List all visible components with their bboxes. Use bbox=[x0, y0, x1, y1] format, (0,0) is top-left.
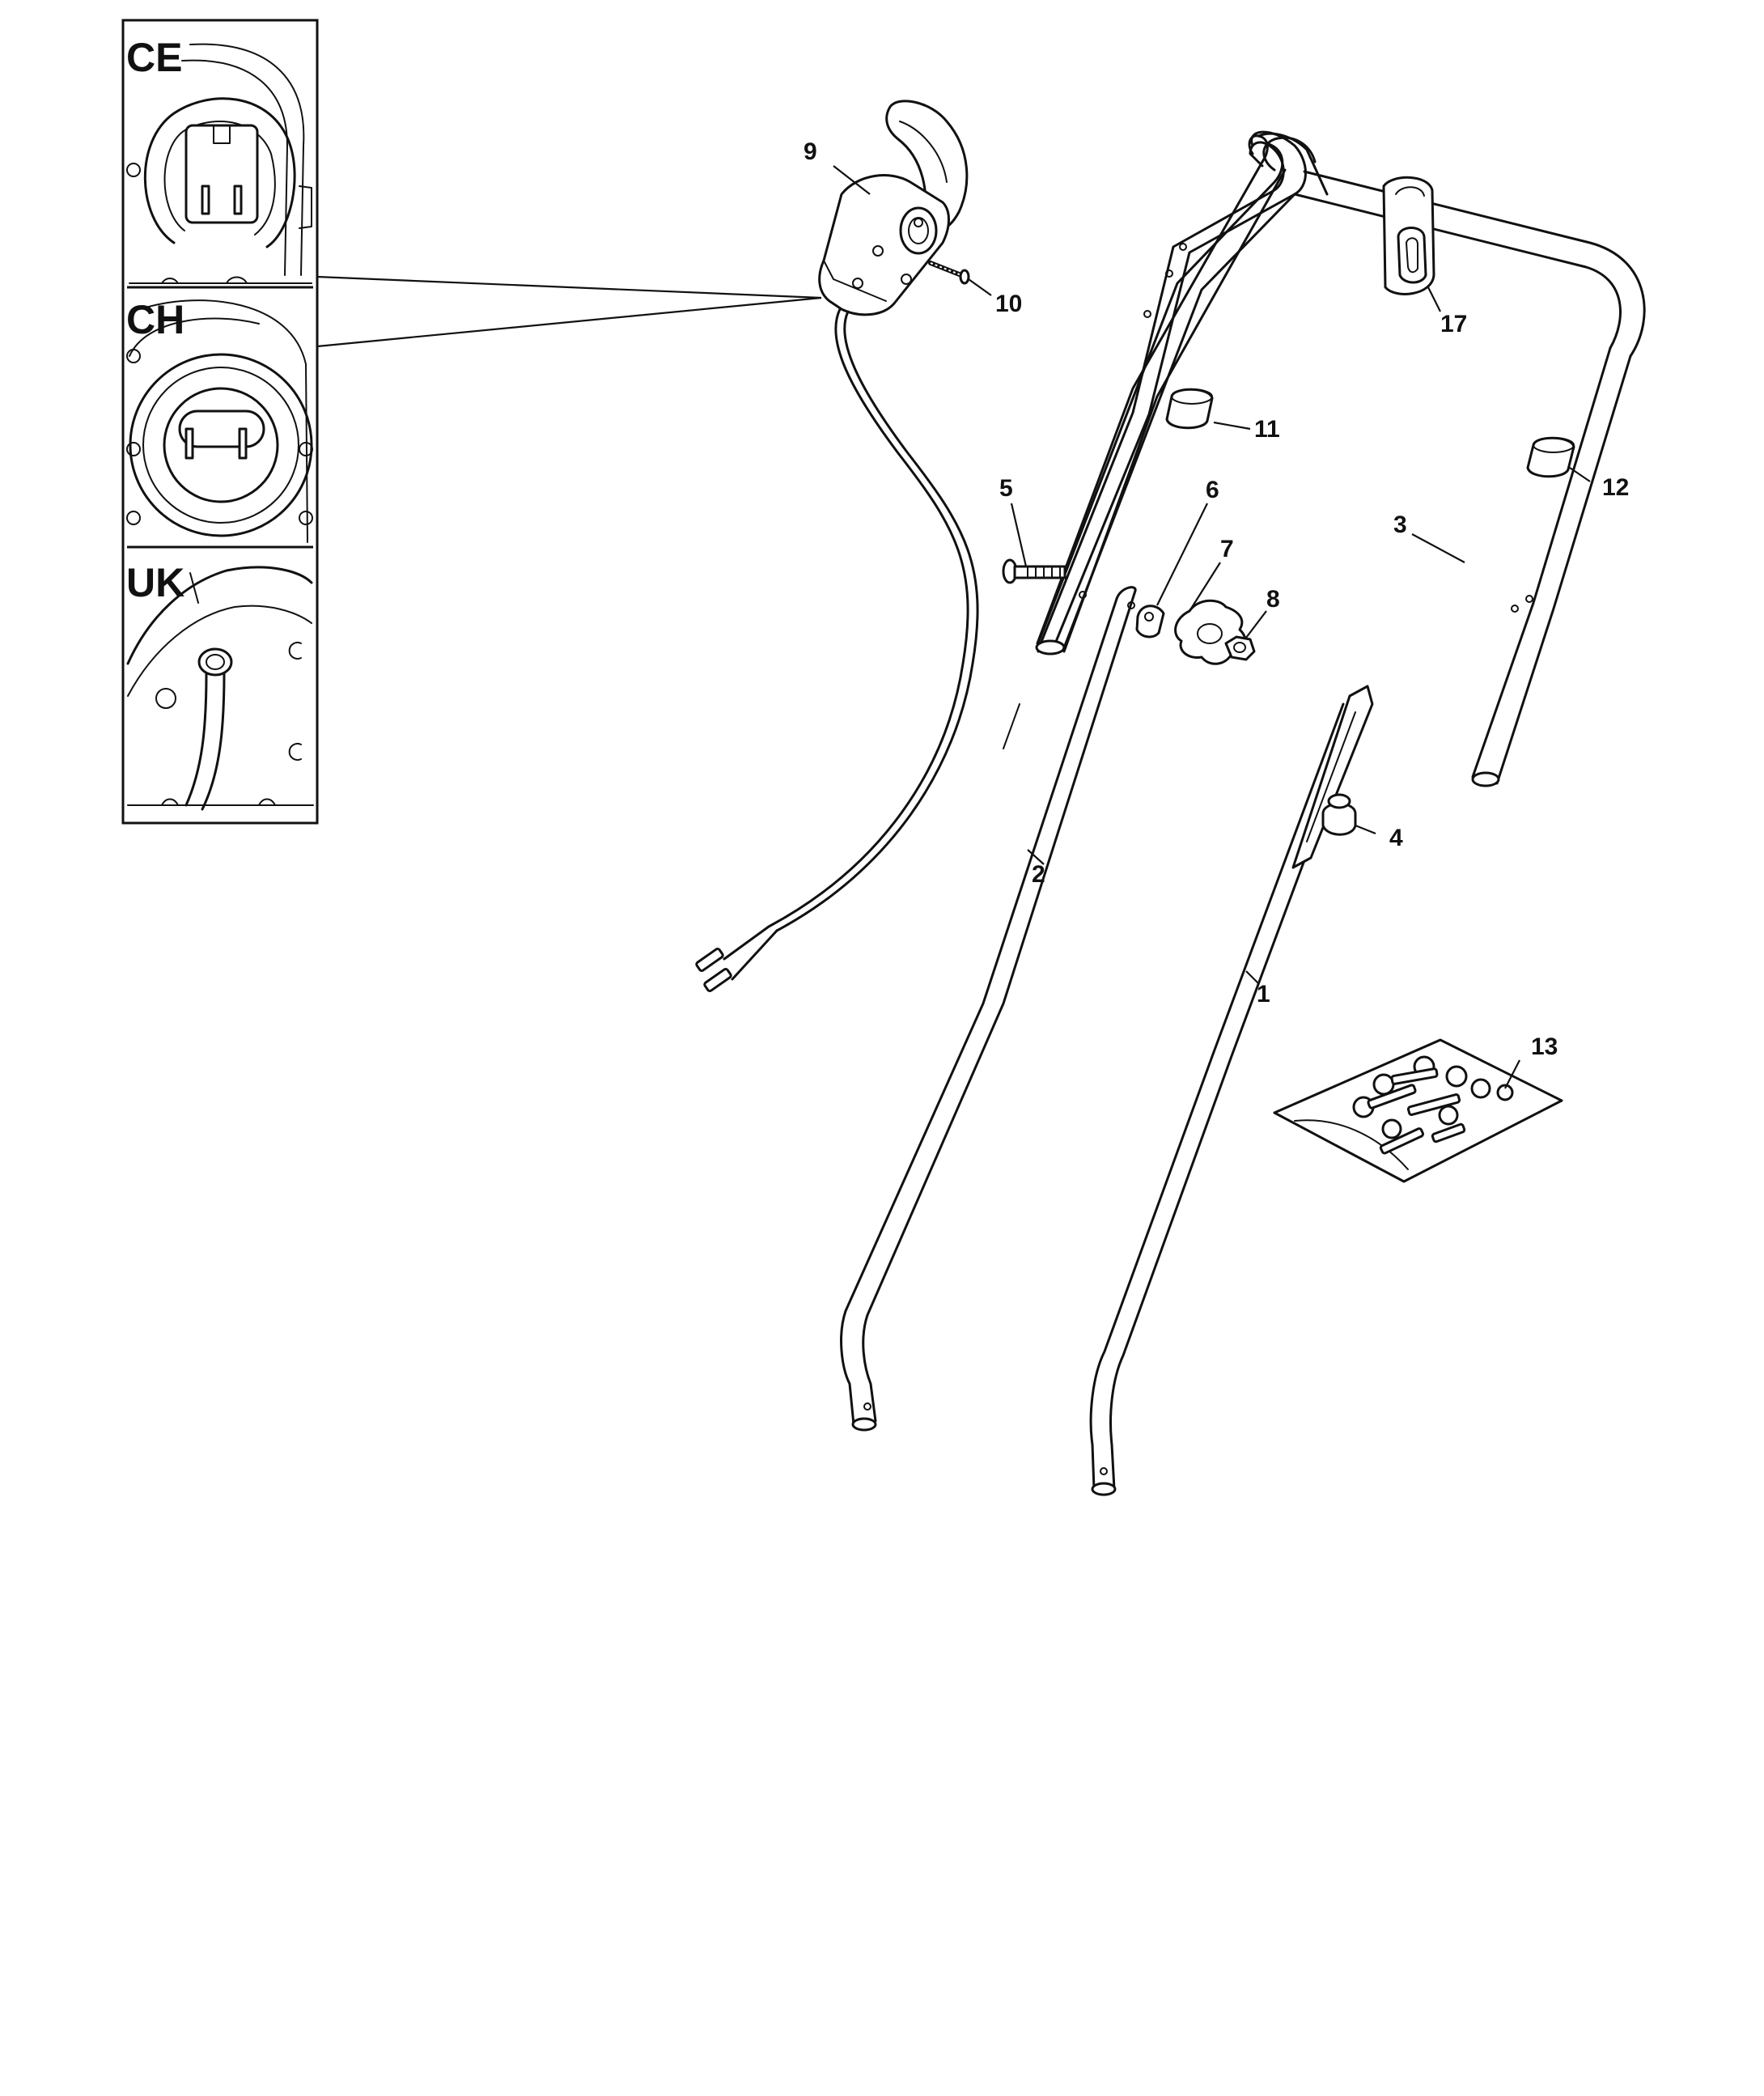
callout-9: 9 bbox=[804, 138, 817, 165]
callout-8: 8 bbox=[1266, 586, 1280, 613]
plug-variants-inset: CE CH bbox=[121, 19, 319, 825]
uk-cable-entry-drawing bbox=[126, 566, 314, 811]
callout-2: 2 bbox=[1032, 861, 1045, 888]
leader-lines bbox=[833, 165, 1591, 1089]
projection-line-lower bbox=[316, 296, 822, 348]
cable-clip-part-12 bbox=[1526, 436, 1575, 478]
ch-plug-drawing bbox=[126, 299, 313, 543]
callout-10: 10 bbox=[995, 291, 1022, 317]
callout-13: 13 bbox=[1531, 1033, 1558, 1060]
power-cable bbox=[695, 308, 979, 992]
cable-clip-part-11 bbox=[1165, 388, 1214, 430]
washer-part-6 bbox=[1135, 605, 1165, 639]
callout-7: 7 bbox=[1220, 536, 1234, 562]
fastener-kit-part-13 bbox=[1273, 1038, 1563, 1183]
callout-17: 17 bbox=[1440, 311, 1467, 337]
variant-label-ce: CE bbox=[126, 35, 182, 80]
projection-line-upper bbox=[316, 275, 822, 299]
callout-11: 11 bbox=[1254, 416, 1280, 443]
callout-12: 12 bbox=[1602, 474, 1629, 501]
nut-part-8 bbox=[1224, 635, 1256, 661]
callout-6: 6 bbox=[1206, 477, 1219, 503]
bolt-part-5 bbox=[1002, 558, 1066, 584]
variant-label-uk: UK bbox=[126, 560, 184, 605]
lower-handle-right-part-1 bbox=[1089, 685, 1374, 1496]
plug-part-4 bbox=[1321, 793, 1357, 836]
variant-label-ch: CH bbox=[126, 297, 184, 342]
ce-plug-drawing bbox=[126, 43, 312, 284]
upper-handle-part-3 bbox=[1035, 130, 1646, 787]
callout-3: 3 bbox=[1393, 511, 1407, 538]
callout-1: 1 bbox=[1257, 981, 1270, 1008]
lower-handle-left-part-2 bbox=[840, 586, 1137, 1432]
switch-box-part-9 bbox=[818, 100, 969, 316]
callout-5: 5 bbox=[999, 475, 1013, 502]
cable-guide-part-17 bbox=[1382, 176, 1435, 295]
callout-4: 4 bbox=[1389, 825, 1403, 851]
screw-part-10 bbox=[928, 261, 970, 285]
